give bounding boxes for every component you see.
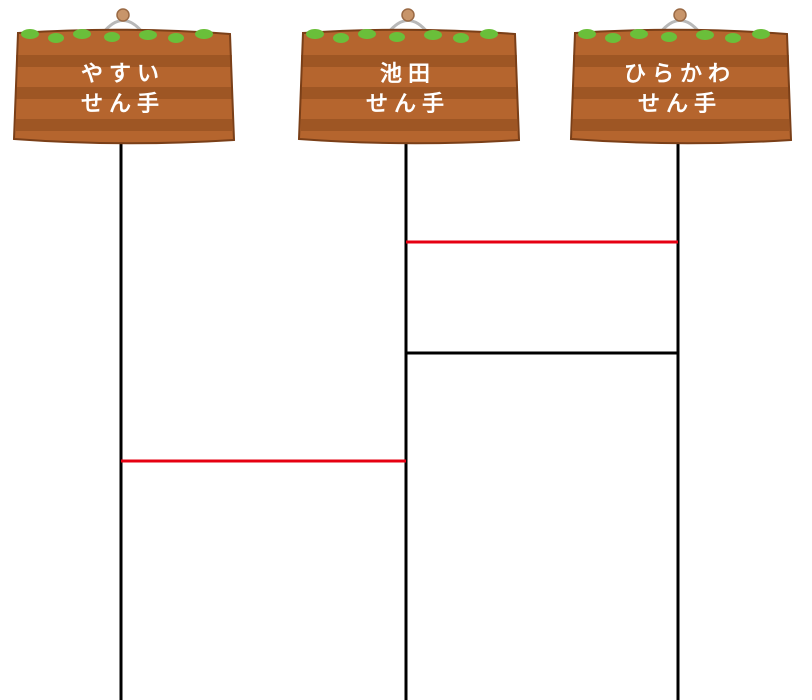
player-name-line2: せん手 bbox=[637, 92, 722, 117]
player-name-line1: やすい bbox=[80, 62, 165, 87]
player-name: 池田 せん手 bbox=[293, 60, 523, 120]
wooden-sign-icon bbox=[12, 8, 236, 145]
player-sign-0: やすい せん手 bbox=[8, 8, 238, 148]
player-name: やすい せん手 bbox=[8, 60, 238, 120]
player-sign-2: ひらかわ せん手 bbox=[565, 8, 795, 148]
player-name-line2: せん手 bbox=[365, 92, 450, 117]
player-name-line1: 池田 bbox=[379, 62, 436, 87]
wooden-sign-icon bbox=[569, 8, 793, 145]
player-name-line1: ひらかわ bbox=[623, 62, 736, 87]
player-name: ひらかわ せん手 bbox=[565, 60, 795, 120]
wooden-sign-icon bbox=[297, 8, 521, 145]
player-name-line2: せん手 bbox=[80, 92, 165, 117]
player-sign-1: 池田 せん手 bbox=[293, 8, 523, 148]
